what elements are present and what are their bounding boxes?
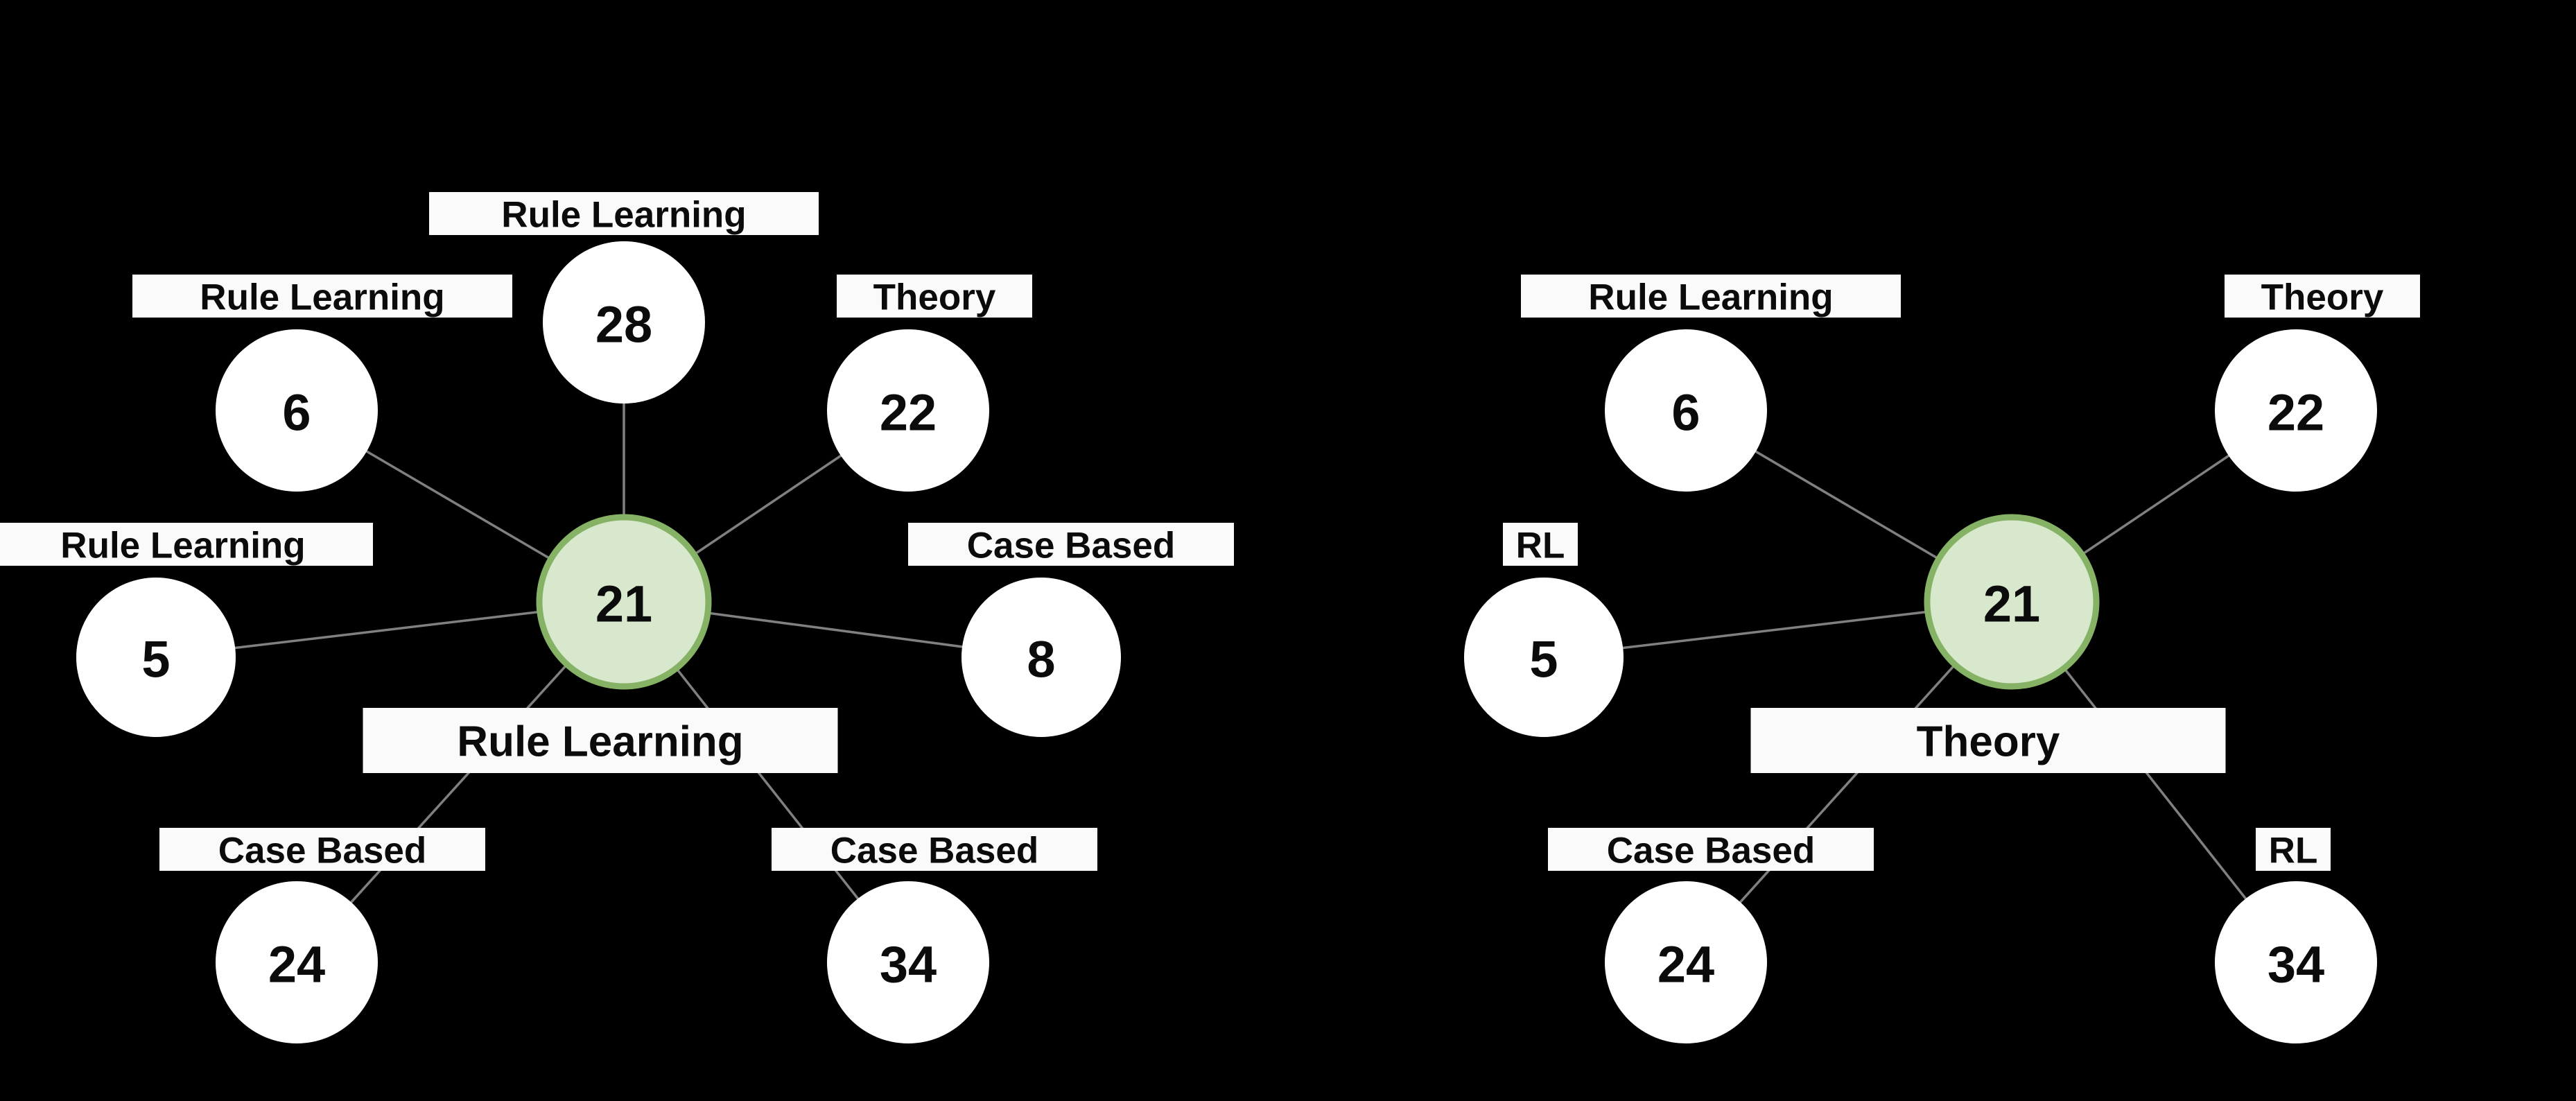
node-value-label: 5 [1529, 631, 1558, 688]
node-class-tag-right-graph-21: Theory [1750, 708, 2226, 773]
node-value-label: 24 [268, 936, 325, 994]
node-class-tag-left-graph-22: Theory [837, 275, 1032, 318]
graph-node-left-graph-8[interactable]: 8 [961, 578, 1121, 737]
class-tag-background [132, 275, 512, 318]
node-class-tag-left-graph-21: Rule Learning [363, 708, 838, 773]
class-tag-background [908, 523, 1234, 566]
node-circle[interactable] [961, 578, 1121, 737]
node-circle[interactable] [2215, 329, 2377, 492]
node-class-tag-left-graph-34: Case Based [772, 828, 1097, 872]
node-circle[interactable] [1605, 329, 1767, 492]
class-tag-background [1521, 275, 1901, 318]
node-value-label: 5 [141, 631, 170, 688]
graph-node-right-graph-5[interactable]: 5 [1464, 578, 1624, 737]
graph-node-left-graph-5[interactable]: 5 [76, 578, 236, 737]
class-tag-text: Theory [873, 277, 996, 318]
node-circle[interactable] [216, 329, 378, 492]
node-value-label: 28 [595, 296, 652, 354]
class-tag-text: Case Based [218, 831, 427, 872]
class-tag-text: Theory [1917, 718, 2060, 766]
node-value-label: 22 [880, 384, 937, 442]
node-value-label: 22 [2268, 384, 2324, 442]
node-value-label: 6 [1671, 384, 1700, 442]
node-circle[interactable] [543, 241, 705, 404]
node-class-tag-right-graph-34: RL [2256, 828, 2331, 872]
node-value-label: 21 [1983, 575, 2040, 633]
class-tag-background [0, 523, 373, 566]
node-circle[interactable] [1605, 881, 1767, 1043]
node-circle[interactable] [2215, 881, 2377, 1043]
node-circle-highlighted[interactable] [1924, 514, 2100, 690]
node-circle[interactable] [76, 578, 236, 737]
class-tag-background [429, 192, 819, 235]
node-circle-highlighted[interactable] [536, 514, 712, 690]
class-tag-background [1750, 708, 2226, 773]
node-circle[interactable] [1464, 578, 1624, 737]
graph-node-left-graph-28[interactable]: 28 [543, 241, 705, 404]
node-circle[interactable] [827, 881, 989, 1043]
class-tag-text: Rule Learning [60, 526, 305, 566]
class-tag-background [1548, 828, 1874, 871]
class-tag-background [1503, 523, 1578, 566]
graph-node-right-graph-24[interactable]: 24 [1605, 881, 1767, 1043]
node-class-tag-left-graph-5: Rule Learning [0, 523, 373, 566]
class-tag-text: Rule Learning [1588, 277, 1833, 318]
graph-node-left-graph-22[interactable]: 22 [827, 329, 989, 492]
node-class-tag-left-graph-6: Rule Learning [132, 275, 512, 318]
graph-node-left-graph-21[interactable]: 21 [536, 514, 712, 690]
class-tag-background [159, 828, 485, 871]
class-tag-text: Theory [2261, 277, 2384, 318]
class-tag-background [772, 828, 1097, 871]
node-value-label: 8 [1027, 631, 1055, 688]
node-class-tag-right-graph-24: Case Based [1548, 828, 1874, 872]
graph-node-right-graph-21[interactable]: 21 [1924, 514, 2100, 690]
class-tag-background [363, 708, 838, 773]
node-circle[interactable] [827, 329, 989, 492]
node-class-tag-right-graph-5: RL [1503, 523, 1578, 566]
class-tag-background [2225, 275, 2420, 318]
class-tag-text: Case Based [1607, 831, 1816, 872]
graph-node-right-graph-34[interactable]: 34 [2215, 881, 2377, 1043]
node-layer: 28 6 22 5 21 8 24 34 6 22 5 21 24 34 [76, 241, 2377, 1043]
graph-node-left-graph-24[interactable]: 24 [216, 881, 378, 1043]
class-tag-text: Rule Learning [501, 195, 746, 236]
class-tag-text: RL [2269, 831, 2318, 872]
class-tag-text: Rule Learning [200, 277, 444, 318]
node-value-label: 34 [2268, 936, 2324, 994]
node-value-label: 6 [282, 384, 311, 442]
graph-node-right-graph-6[interactable]: 6 [1605, 329, 1767, 492]
node-value-label: 24 [1657, 936, 1714, 994]
node-class-tag-right-graph-22: Theory [2225, 275, 2420, 318]
node-class-tag-left-graph-28: Rule Learning [429, 192, 819, 236]
node-value-label: 21 [595, 575, 652, 633]
node-circle[interactable] [216, 881, 378, 1043]
graph-node-left-graph-6[interactable]: 6 [216, 329, 378, 492]
class-tag-text: Rule Learning [457, 718, 743, 766]
class-tag-text: Case Based [967, 526, 1176, 566]
class-tag-text: Case Based [830, 831, 1039, 872]
node-class-tag-left-graph-8: Case Based [908, 523, 1234, 566]
class-tag-text: RL [1516, 526, 1565, 566]
class-tag-background [837, 275, 1032, 318]
node-class-tag-left-graph-24: Case Based [159, 828, 485, 872]
node-class-tag-right-graph-6: Rule Learning [1521, 275, 1901, 318]
class-tag-background [2256, 828, 2331, 871]
graph-node-left-graph-34[interactable]: 34 [827, 881, 989, 1043]
node-value-label: 34 [880, 936, 937, 994]
graph-node-right-graph-22[interactable]: 22 [2215, 329, 2377, 492]
